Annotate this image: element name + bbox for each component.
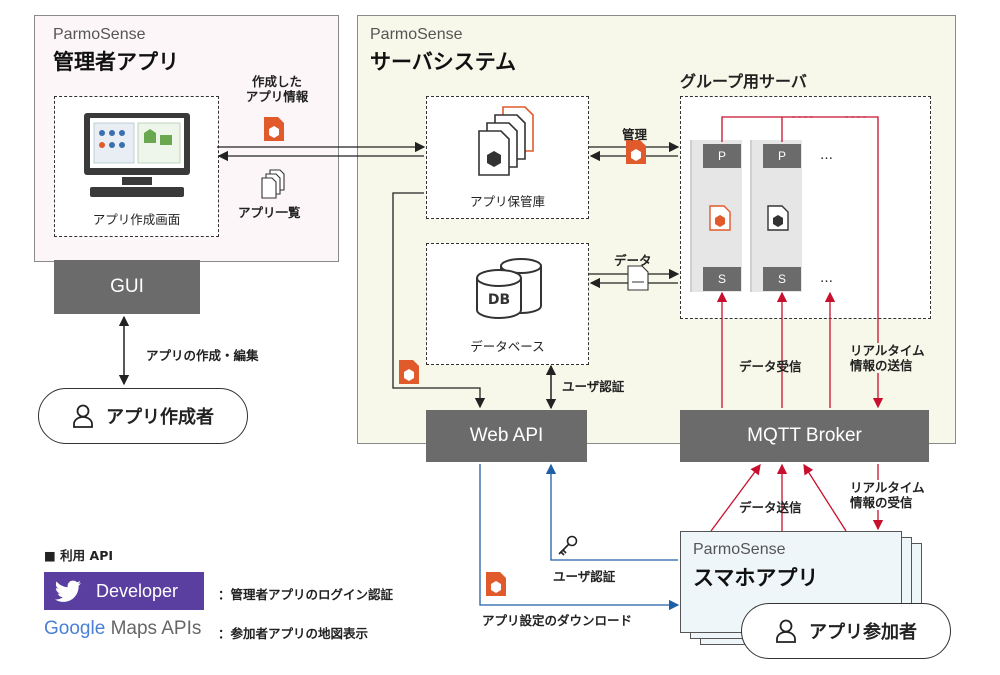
admin-app-title: 管理者アプリ xyxy=(53,50,179,74)
twitter-developer-text: Developer xyxy=(96,580,179,601)
data-file-icon xyxy=(627,265,649,291)
smartphone-brand: ParmoSense xyxy=(693,541,786,558)
api-heading: ■ 利用 API xyxy=(44,548,114,563)
app-creation-screen-label: アプリ作成画面 xyxy=(92,212,181,227)
publisher-1: P xyxy=(703,144,741,168)
key-icon xyxy=(558,535,578,556)
app-creation-screen-box: アプリ作成画面 xyxy=(54,96,219,237)
manage-label: 管理 xyxy=(622,127,648,142)
app-file-icon-orange-4 xyxy=(486,572,506,596)
create-edit-label: アプリの作成・編集 xyxy=(146,348,259,363)
app-file-icon-orange-2 xyxy=(626,140,646,164)
smartphone-title: スマホアプリ xyxy=(693,566,819,590)
publisher-ellipsis: … xyxy=(820,148,833,163)
app-file-icon-orange-1 xyxy=(264,117,284,141)
group-server-label: グループ用サーバ xyxy=(680,72,807,91)
app-file-icon-orange-3 xyxy=(399,360,419,384)
database-label: データベース xyxy=(470,339,545,354)
twitter-desc: ：管理者アプリのログイン認証 xyxy=(218,587,394,602)
app-creator-pill: アプリ作成者 xyxy=(38,388,248,444)
data-label: データ xyxy=(614,253,652,268)
database-box: DB データベース xyxy=(426,243,589,365)
gui-box: GUI xyxy=(54,260,200,314)
server-system-brand: ParmoSense xyxy=(370,26,463,43)
user-auth-bottom-label: ユーザ認証 xyxy=(553,569,616,584)
arrow-webapi-to-phone xyxy=(479,464,680,611)
app-repository-label: アプリ保管庫 xyxy=(469,194,545,209)
person-icon xyxy=(73,404,93,428)
app-files-icon xyxy=(478,106,534,176)
mqtt-broker-box: MQTT Broker xyxy=(680,410,929,462)
arrow-phone-to-webapi xyxy=(545,463,678,561)
google-desc: ：参加者アプリの地図表示 xyxy=(218,626,369,641)
twitter-developer-logo: Developer xyxy=(44,572,204,610)
twitter-bird-icon xyxy=(55,580,81,602)
download-label: アプリ設定のダウンロード xyxy=(482,613,633,628)
user-auth-top-label: ユーザ認証 xyxy=(562,379,625,394)
google-maps-logo: Google Maps APIs xyxy=(44,618,201,640)
admin-app-brand: ParmoSense xyxy=(53,26,146,43)
app-creator-label: アプリ作成者 xyxy=(106,407,214,428)
created-app-info-label: 作成した アプリ情報 xyxy=(245,74,309,104)
subscriber-1: S xyxy=(703,267,741,291)
maps-apis-text: Maps APIs xyxy=(110,618,202,639)
realtime-recv-label: リアルタイム 情報の受信 xyxy=(850,480,925,510)
arrow-phone-to-mqtt-3 xyxy=(803,463,847,532)
data-receive-label: データ受信 xyxy=(739,359,802,374)
data-send-label: データ送信 xyxy=(739,500,802,515)
web-api-box: Web API xyxy=(426,410,587,462)
publisher-2: P xyxy=(763,144,801,168)
server-system-title: サーバシステム xyxy=(370,50,517,74)
app-participant-label: アプリ参加者 xyxy=(809,622,917,643)
app-file-icon-orange-5 xyxy=(709,205,731,231)
app-repository-box: アプリ保管庫 xyxy=(426,96,589,219)
app-participant-pill: アプリ参加者 xyxy=(741,603,951,659)
arrow-phone-to-mqtt-1 xyxy=(710,463,761,532)
person-icon xyxy=(776,619,796,643)
realtime-send-label: リアルタイム 情報の送信 xyxy=(850,343,925,373)
subscriber-2: S xyxy=(763,267,801,291)
app-list-icon xyxy=(261,169,285,199)
subscriber-ellipsis: … xyxy=(820,271,833,286)
app-file-icon-dark xyxy=(767,205,789,231)
arrow-repo-to-webapi xyxy=(392,192,486,409)
google-word: Google xyxy=(44,618,106,639)
app-list-label: アプリ一覧 xyxy=(238,205,301,220)
database-icon: DB xyxy=(476,258,542,319)
db-icon-text: DB xyxy=(488,292,510,308)
monitor-icon xyxy=(84,113,190,197)
